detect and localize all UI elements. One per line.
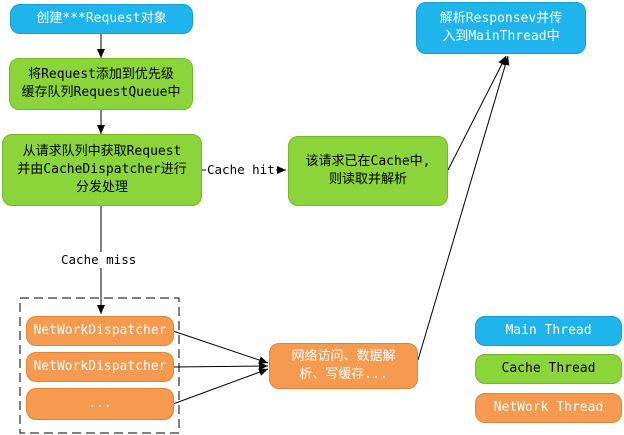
- edge-dispatcher1-to-network: [172, 330, 269, 364]
- network-dispatcher-node-2: NetWorkDispatcher: [26, 352, 174, 382]
- edge-dispatcher2-to-network: [172, 362, 269, 371]
- network-dispatcher-group: [19, 297, 180, 434]
- legend-main-thread: Main Thread: [475, 316, 622, 346]
- edge-dispatcher3-to-network: [172, 368, 269, 405]
- fetch-request-node: 从请求队列中获取Request 并由CacheDispatcher进行 分发处理: [2, 134, 202, 206]
- network-dispatcher-node-1: NetWorkDispatcher: [26, 316, 174, 346]
- cache-miss-label: Cache miss: [60, 252, 138, 268]
- network-access-node: 网络访问、数据解 析、写缓存...: [269, 343, 418, 389]
- add-to-queue-node: 将Request添加到优先级 缓存队列RequestQueue中: [9, 58, 193, 110]
- legend-cache-thread: Cache Thread: [475, 354, 622, 384]
- cache-hit-read-node: 该请求已在Cache中, 则读取并解析: [288, 136, 448, 206]
- network-dispatcher-node-3: ...: [26, 388, 174, 420]
- cache-hit-label: Cache hit: [206, 162, 276, 178]
- legend-network-thread: NetWork Thread: [475, 393, 622, 423]
- parse-response-node: 解析Responsev并传 入到MainThread中: [416, 2, 586, 54]
- edge-cache-to-parse: [447, 55, 507, 171]
- create-request-node: 创建***Request对象: [10, 4, 193, 34]
- edge-network-to-parse: [417, 55, 510, 361]
